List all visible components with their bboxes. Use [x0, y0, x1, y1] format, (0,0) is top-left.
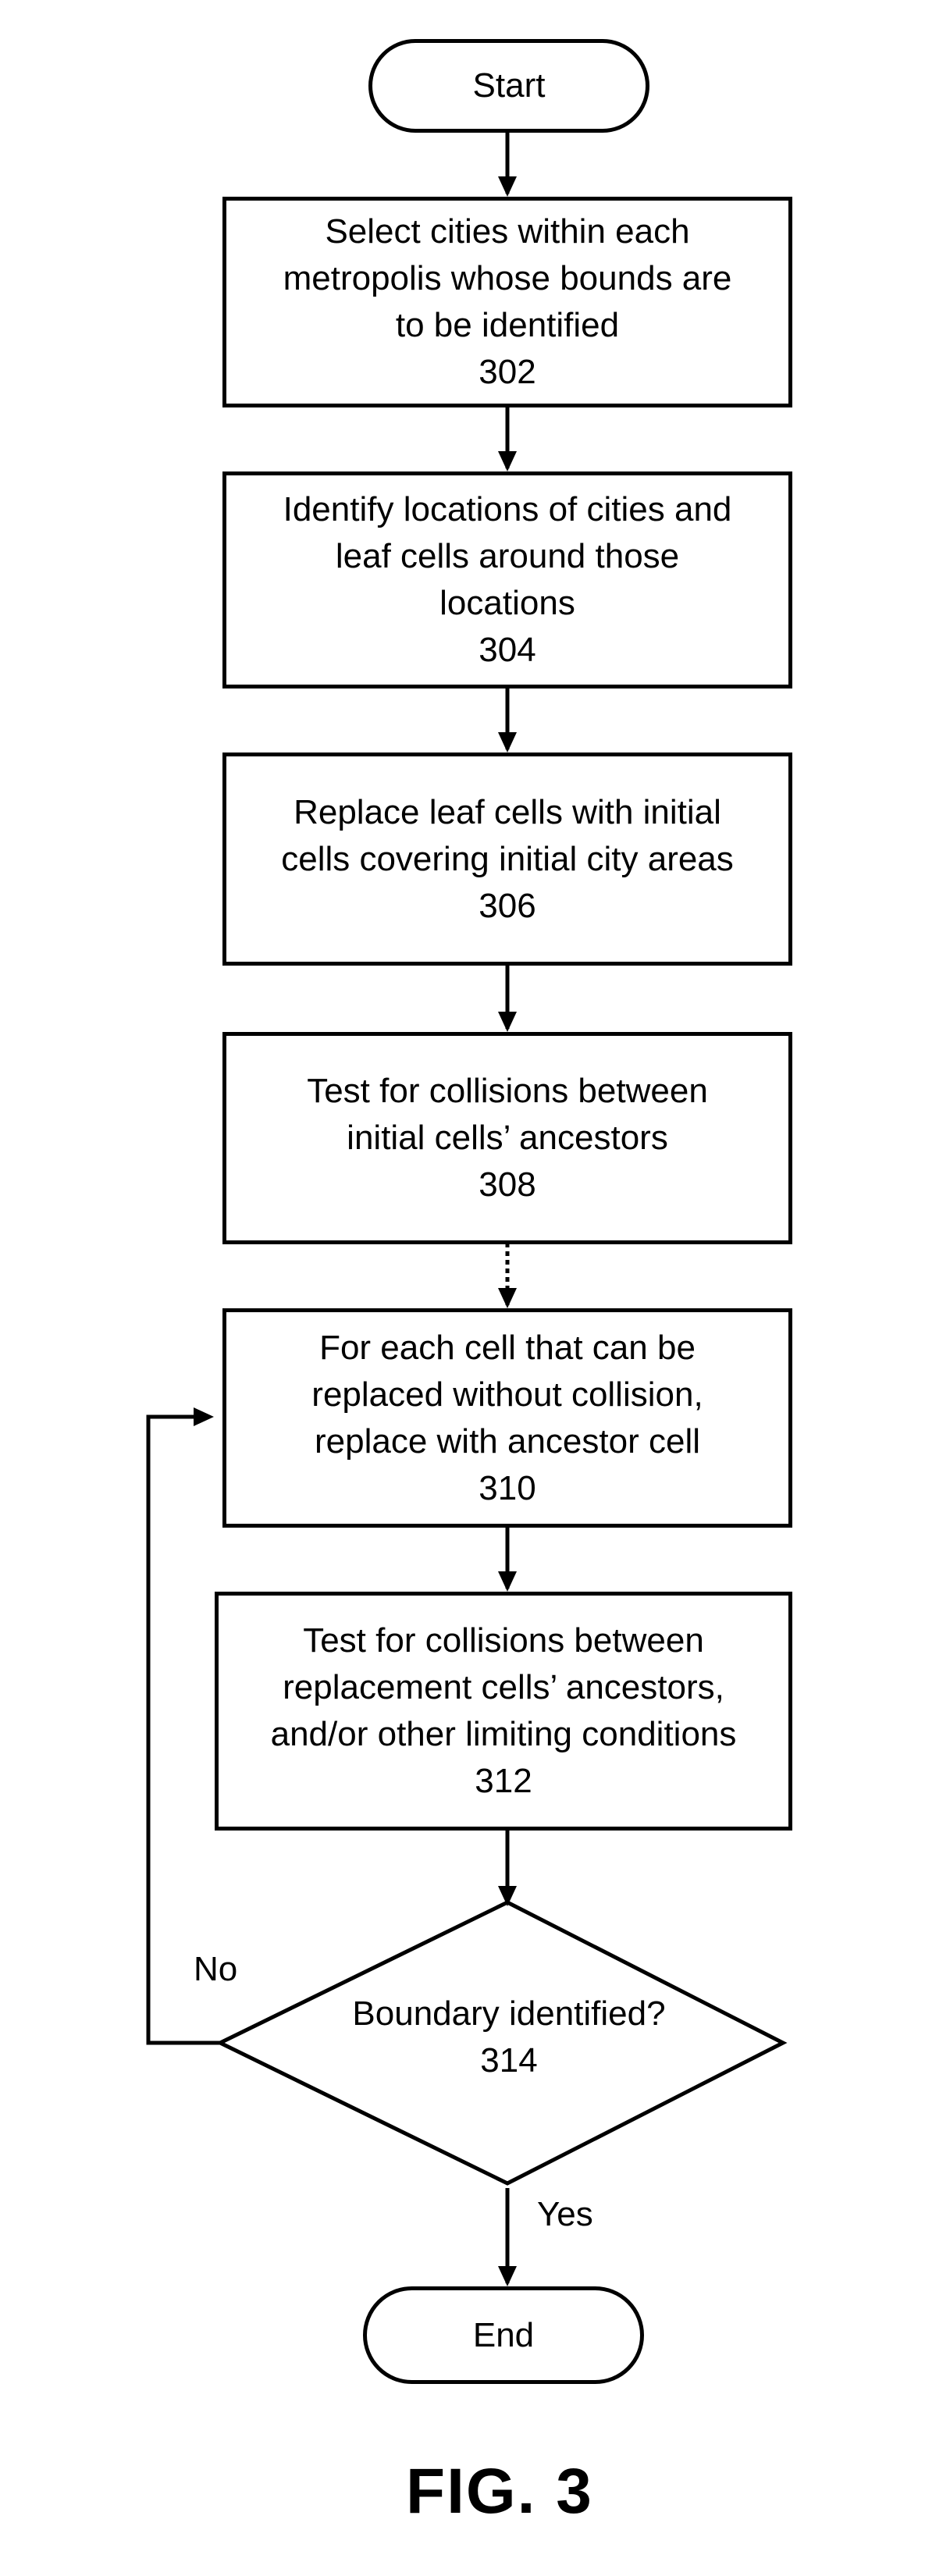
arrowhead-310	[498, 1288, 517, 1308]
step-306-ref: 306	[479, 883, 535, 930]
step-302-line-3: to be identified	[396, 302, 619, 349]
step-308: Test for collisions between initial cell…	[222, 1032, 792, 1244]
step-306: Replace leaf cells with initial cells co…	[222, 753, 792, 966]
step-302-line-2: metropolis whose bounds are	[283, 255, 732, 302]
step-308-line-2: initial cells’ ancestors	[347, 1115, 668, 1162]
step-310-line-1: For each cell that can be	[319, 1325, 696, 1372]
step-308-line-1: Test for collisions between	[307, 1068, 708, 1115]
arrow-no-loop	[148, 1417, 220, 2043]
arrowhead-314	[498, 1886, 517, 1906]
start-terminal: Start	[368, 39, 649, 133]
step-312-line-3: and/or other limiting conditions	[271, 1711, 737, 1758]
decision-label: Boundary identified?	[306, 1991, 712, 2037]
step-304: Identify locations of cities and leaf ce…	[222, 471, 792, 688]
arrowhead-308	[498, 1012, 517, 1032]
decision-text: Boundary identified? 314	[306, 1991, 712, 2084]
step-304-line-1: Identify locations of cities and	[283, 486, 732, 533]
branch-yes-label: Yes	[537, 2195, 593, 2234]
step-310: For each cell that can be replaced witho…	[222, 1308, 792, 1528]
step-306-line-2: cells covering initial city areas	[281, 836, 734, 883]
step-302-ref: 302	[479, 349, 535, 396]
step-302-line-1: Select cities within each	[325, 208, 689, 255]
step-302: Select cities within each metropolis who…	[222, 197, 792, 407]
step-310-line-2: replaced without collision,	[311, 1372, 703, 1418]
end-terminal: End	[363, 2286, 644, 2384]
branch-no-label: No	[194, 1950, 237, 1989]
end-label: End	[473, 2316, 534, 2355]
step-312-ref: 312	[475, 1758, 532, 1805]
step-310-line-3: replace with ancestor cell	[315, 1418, 700, 1465]
step-312-line-2: replacement cells’ ancestors,	[283, 1664, 724, 1711]
step-304-line-2: leaf cells around those	[336, 533, 679, 580]
step-304-line-3: locations	[439, 580, 575, 627]
arrowhead-312	[498, 1571, 517, 1592]
step-306-line-1: Replace leaf cells with initial	[294, 789, 721, 836]
arrowhead-302	[498, 176, 517, 197]
decision-ref: 314	[306, 2037, 712, 2084]
arrowhead-304	[498, 451, 517, 471]
arrowhead-end	[498, 2266, 517, 2286]
figure-label: FIG. 3	[406, 2455, 593, 2528]
start-label: Start	[473, 66, 546, 105]
step-308-ref: 308	[479, 1162, 535, 1208]
step-312-line-1: Test for collisions between	[303, 1617, 704, 1664]
step-312: Test for collisions between replacement …	[215, 1592, 792, 1831]
step-310-ref: 310	[479, 1465, 535, 1512]
arrowhead-loop	[194, 1407, 214, 1426]
step-304-ref: 304	[479, 627, 535, 674]
arrowhead-306	[498, 732, 517, 753]
